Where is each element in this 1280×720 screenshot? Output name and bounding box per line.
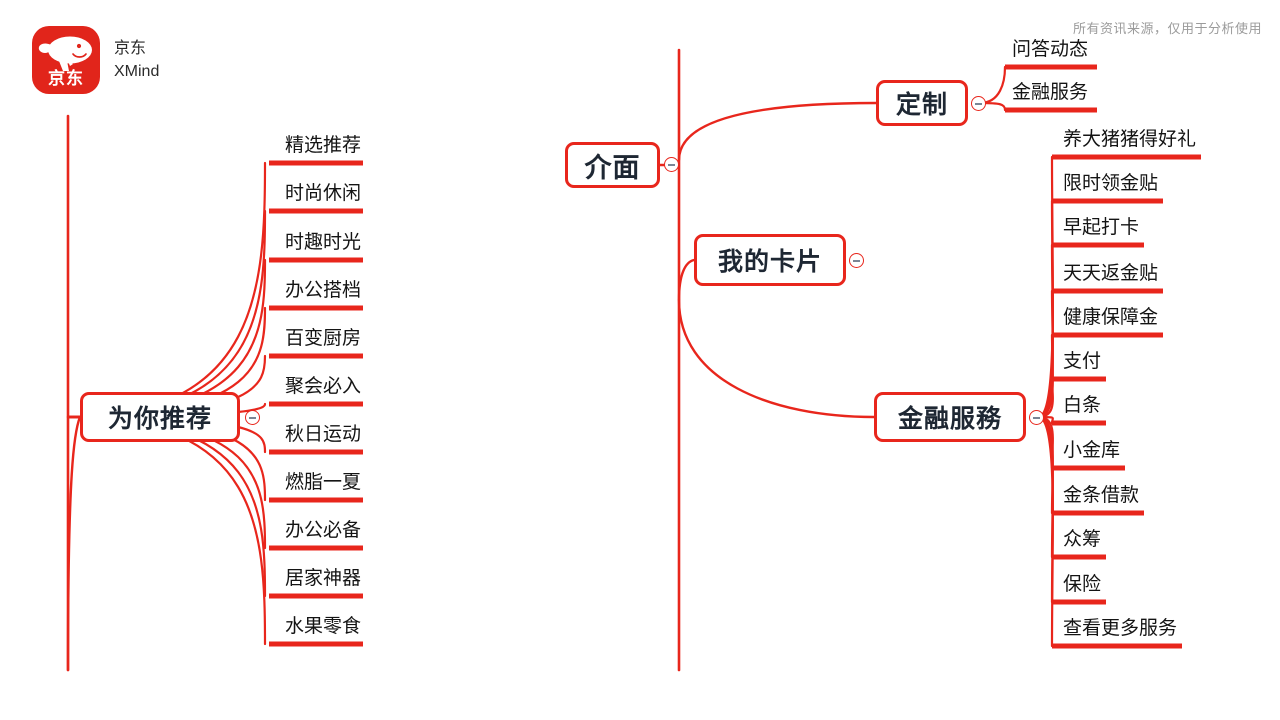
disclaimer-text: 所有资讯来源，仅用于分析使用 <box>1072 21 1262 36</box>
leaf-custom-0[interactable]: 问答动态 <box>1012 38 1089 60</box>
node-custom[interactable]: 定制 <box>876 80 968 126</box>
leaf-custom-1[interactable]: 金融服务 <box>1012 81 1089 103</box>
leaf-finance-0[interactable]: 养大猪猪得好礼 <box>1063 128 1197 150</box>
jd-dog-logo-icon: 京东 <box>32 26 100 94</box>
leaf-finance-7[interactable]: 小金库 <box>1063 439 1121 461</box>
leaf-recommend-0[interactable]: 精选推荐 <box>285 134 362 156</box>
leaf-recommend-7[interactable]: 燃脂一夏 <box>285 471 362 493</box>
leaf-finance-4[interactable]: 健康保障金 <box>1063 306 1159 328</box>
toggle-root-icon[interactable] <box>664 157 679 172</box>
leaf-recommend-8[interactable]: 办公必备 <box>285 519 362 541</box>
jd-dog-glyph-icon <box>38 36 92 71</box>
node-recommend[interactable]: 为你推荐 <box>80 392 240 442</box>
logo-badge-text: 京东 <box>48 69 84 89</box>
leaf-finance-1[interactable]: 限时领金贴 <box>1063 172 1159 194</box>
leaf-finance-5[interactable]: 支付 <box>1063 350 1102 372</box>
toggle-recommend-icon[interactable] <box>245 410 260 425</box>
toggle-finance-icon[interactable] <box>1029 410 1044 425</box>
node-my-cards[interactable]: 我的卡片 <box>694 234 846 286</box>
leaf-finance-8[interactable]: 金条借款 <box>1063 484 1140 506</box>
leaf-recommend-1[interactable]: 时尚休闲 <box>285 182 362 204</box>
node-finance[interactable]: 金融服務 <box>874 392 1026 442</box>
leaf-recommend-10[interactable]: 水果零食 <box>285 615 362 637</box>
leaf-finance-2[interactable]: 早起打卡 <box>1063 216 1140 238</box>
leaf-recommend-2[interactable]: 时趣时光 <box>285 231 362 253</box>
leaf-finance-10[interactable]: 保险 <box>1063 573 1102 595</box>
toggle-custom-icon[interactable] <box>971 96 986 111</box>
leaf-finance-11[interactable]: 查看更多服务 <box>1063 617 1178 639</box>
brand-line-1: 京东 <box>114 39 147 57</box>
leaf-recommend-6[interactable]: 秋日运动 <box>285 423 362 445</box>
brand-title-block: 京东 XMind <box>114 39 159 82</box>
leaf-finance-3[interactable]: 天天返金贴 <box>1063 262 1159 284</box>
node-root[interactable]: 介面 <box>565 142 660 188</box>
brand-line-2: XMind <box>114 62 160 80</box>
brand-header: 京东 京东 XMind <box>32 26 159 94</box>
leaf-recommend-9[interactable]: 居家神器 <box>285 567 362 589</box>
leaf-recommend-3[interactable]: 办公搭档 <box>285 279 362 301</box>
toggle-my-cards-icon[interactable] <box>849 253 864 268</box>
leaf-recommend-5[interactable]: 聚会必入 <box>285 375 362 397</box>
leaf-finance-6[interactable]: 白条 <box>1063 394 1102 416</box>
leaf-finance-9[interactable]: 众筹 <box>1063 528 1102 550</box>
leaf-recommend-4[interactable]: 百变厨房 <box>285 327 362 349</box>
